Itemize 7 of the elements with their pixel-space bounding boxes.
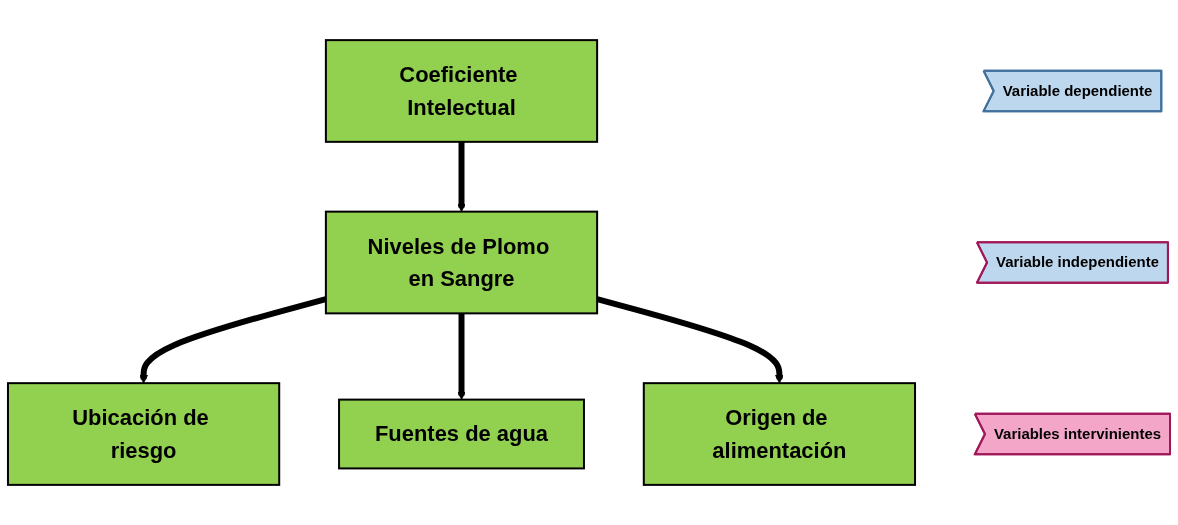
node-box: Niveles de Plomo en Sangre — [324, 210, 599, 315]
node-box: Coeficiente Intelectual — [324, 39, 599, 143]
node-box: Origen de alimentación — [642, 382, 917, 486]
arrow — [457, 313, 466, 400]
node-box: Ubicación de riesgo — [7, 382, 281, 486]
arrow — [457, 141, 466, 213]
node-box: Fuentes de agua — [338, 398, 585, 470]
